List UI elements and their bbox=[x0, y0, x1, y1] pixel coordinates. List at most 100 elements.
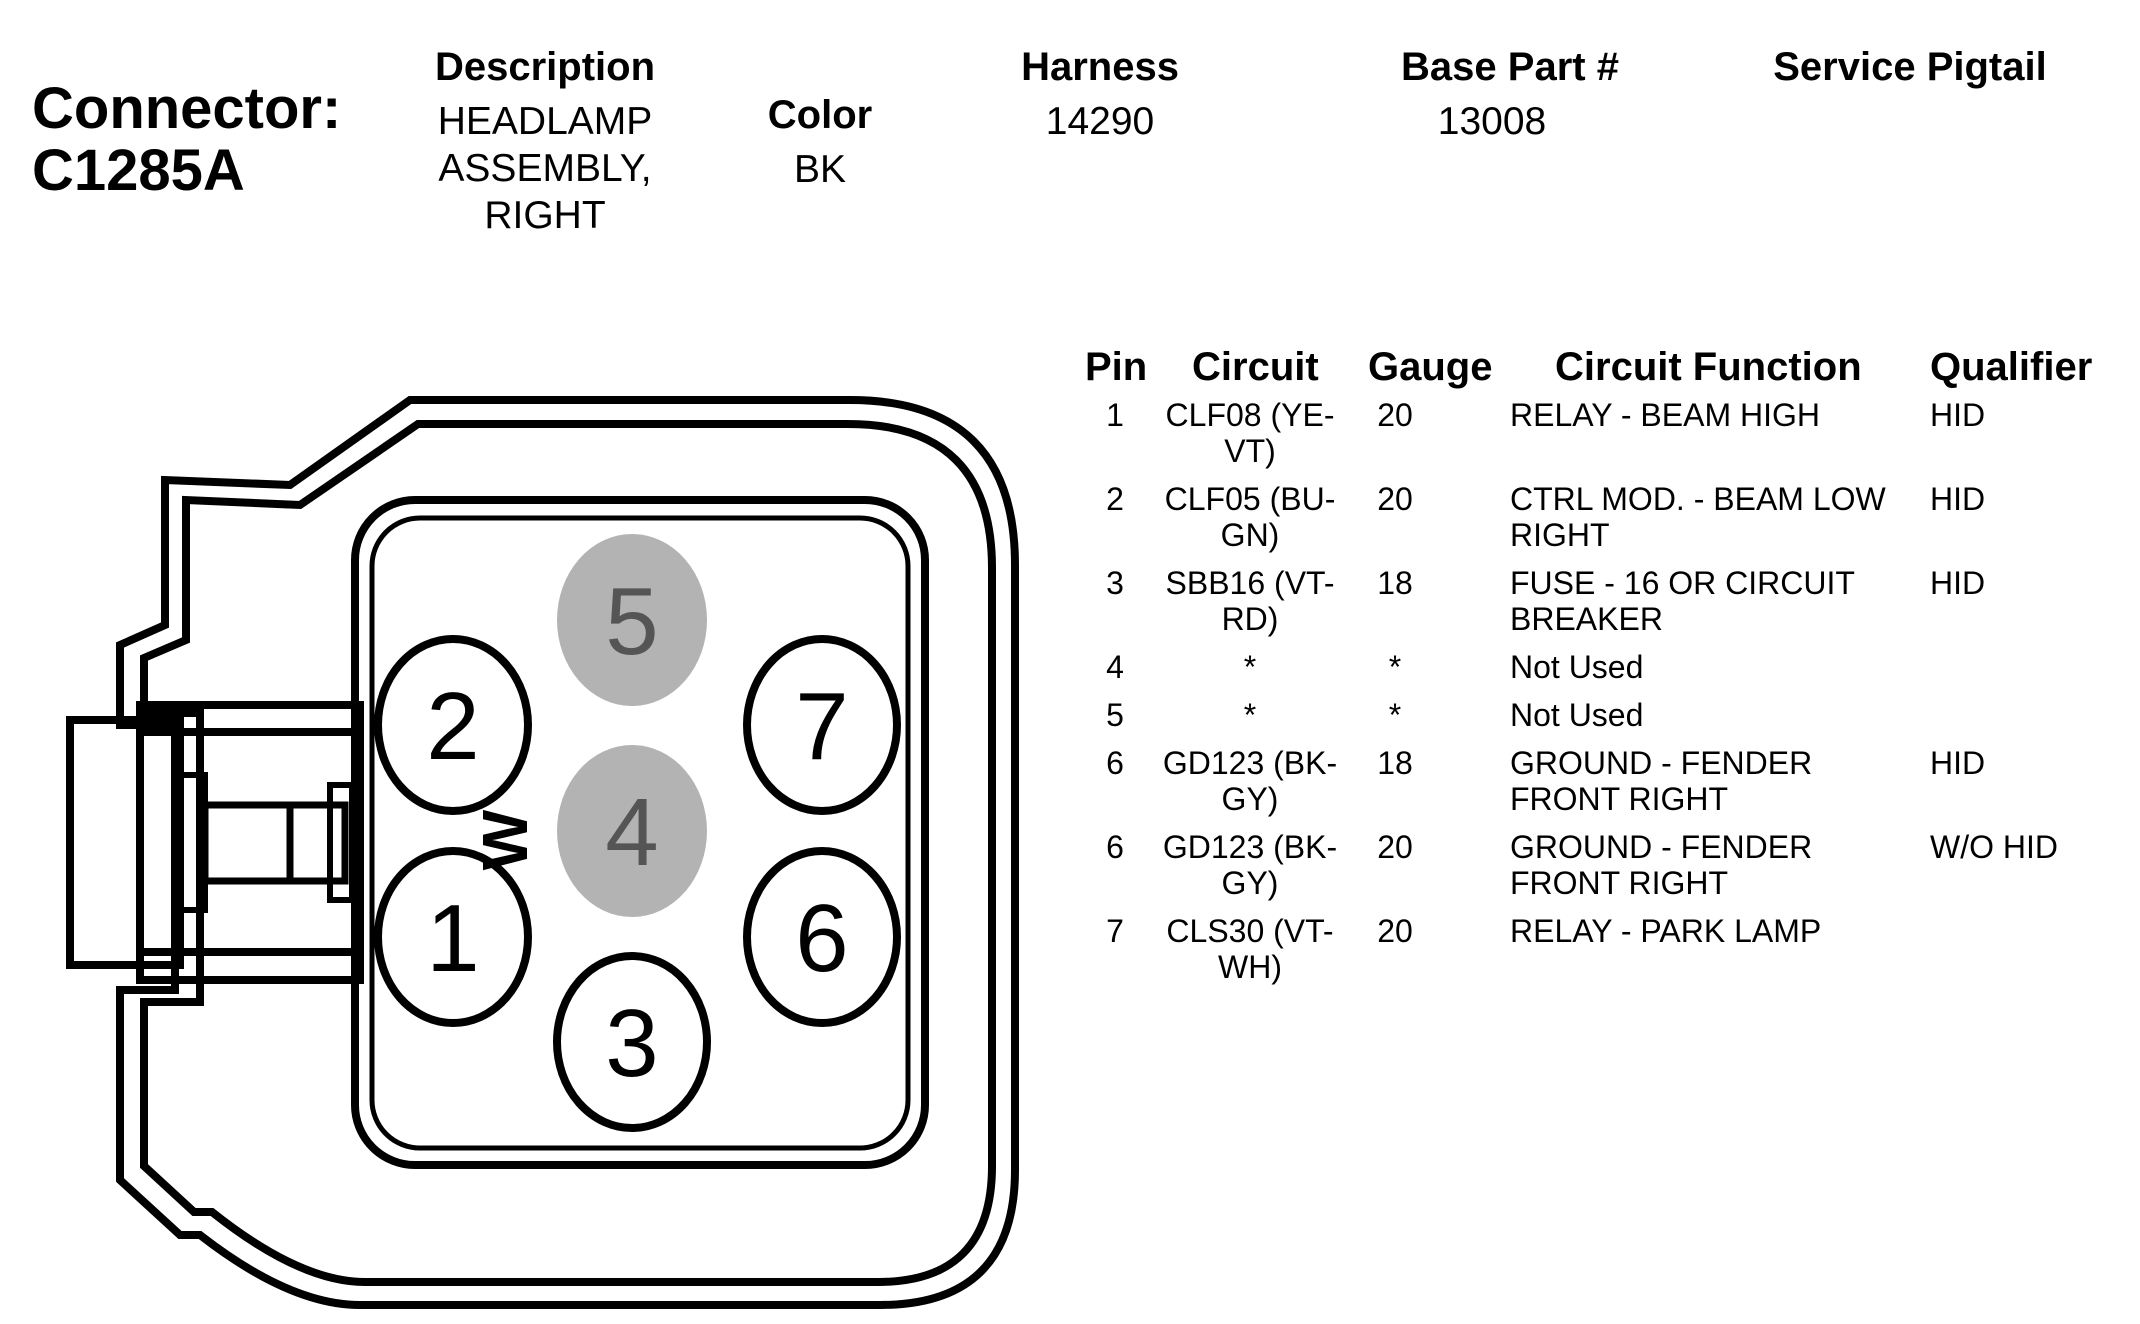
color-value: BK bbox=[793, 148, 847, 191]
cell-qualifier: W/O HID bbox=[1930, 829, 2110, 865]
cell-line: 20 bbox=[1377, 481, 1413, 517]
cell-circuit: CLF08 (YE-VT) bbox=[1145, 397, 1355, 469]
cell-line: HID bbox=[1930, 745, 1986, 781]
cell-line: WH) bbox=[1218, 949, 1282, 985]
cell-line: GROUND - FENDER bbox=[1510, 829, 1813, 865]
harness-value: 14290 bbox=[1045, 100, 1155, 143]
cell-gauge: 20 bbox=[1335, 397, 1455, 433]
cell-line: 18 bbox=[1377, 745, 1413, 781]
cell-line: CLF05 (BU- bbox=[1164, 481, 1336, 517]
cell-line: 2 bbox=[1106, 481, 1124, 517]
cell-line: * bbox=[1243, 697, 1257, 733]
cell-line: GROUND - FENDER bbox=[1510, 745, 1813, 781]
cell-line: 1 bbox=[1106, 397, 1124, 433]
keyway-marker: W bbox=[469, 809, 541, 870]
cell-line: 7 bbox=[1106, 913, 1124, 949]
color-column: Color BK bbox=[740, 93, 900, 193]
cell-line: Not Used bbox=[1510, 649, 1644, 685]
cell-gauge: 18 bbox=[1335, 565, 1455, 601]
latch-tab bbox=[201, 801, 349, 885]
cell-line: RD) bbox=[1221, 601, 1279, 637]
pin-cavity-unused bbox=[557, 745, 707, 917]
pin-cavity bbox=[374, 635, 532, 815]
cell-line: CTRL MOD. - BEAM LOW bbox=[1510, 481, 1886, 517]
cell-circuit: GD123 (BK-GY) bbox=[1145, 829, 1355, 901]
cell-line: 20 bbox=[1377, 913, 1413, 949]
table-header-row: Pin Circuit Gauge Circuit Function Quali… bbox=[1075, 345, 2135, 397]
cell-line: GY) bbox=[1221, 865, 1279, 901]
cell-line: Not Used bbox=[1510, 697, 1644, 733]
latch-outer bbox=[66, 716, 184, 969]
cell-pin: 7 bbox=[1075, 913, 1155, 949]
pin-label: 3 bbox=[605, 990, 658, 1097]
pin-label: 5 bbox=[605, 568, 658, 675]
table-row: 4 * * Not Used bbox=[1075, 649, 2135, 697]
header-gauge: Gauge bbox=[1368, 345, 1493, 389]
cell-line: GD123 (BK- bbox=[1162, 829, 1338, 865]
base-part-column: Base Part # 13008 bbox=[1370, 45, 1650, 145]
description-value: HEADLAMP ASSEMBLY, RIGHT bbox=[400, 98, 690, 239]
pin-label: 2 bbox=[426, 673, 479, 780]
pin-cavity bbox=[743, 847, 901, 1027]
cell-pin: 6 bbox=[1075, 745, 1155, 781]
cell-line: RELAY - BEAM HIGH bbox=[1510, 397, 1820, 433]
cell-line: CLS30 (VT- bbox=[1166, 913, 1334, 949]
cell-line: BREAKER bbox=[1510, 601, 1663, 637]
cell-pin: 1 bbox=[1075, 397, 1155, 433]
cell-qualifier: HID bbox=[1930, 481, 2110, 517]
color-header: Color bbox=[767, 93, 873, 137]
cell-line: 5 bbox=[1106, 697, 1124, 733]
pin-1: 1 bbox=[374, 847, 532, 1027]
pin-cavity bbox=[374, 847, 532, 1027]
cell-gauge: * bbox=[1335, 697, 1455, 733]
pin-7: 7 bbox=[743, 635, 901, 815]
description-column: Description HEADLAMP ASSEMBLY, RIGHT bbox=[400, 45, 690, 239]
harness-column: Harness 14290 bbox=[980, 45, 1220, 145]
cell-line: HID bbox=[1930, 565, 1986, 601]
cell-line: RIGHT bbox=[1510, 517, 1610, 553]
cell-line: 6 bbox=[1106, 829, 1124, 865]
cell-function: RELAY - PARK LAMP bbox=[1510, 913, 1910, 949]
cell-circuit: SBB16 (VT-RD) bbox=[1145, 565, 1355, 637]
cell-line: 3 bbox=[1106, 565, 1124, 601]
cell-line: * bbox=[1388, 697, 1402, 733]
pin-label: 1 bbox=[426, 885, 479, 992]
cell-line: * bbox=[1243, 649, 1257, 685]
table-row: 5 * * Not Used bbox=[1075, 697, 2135, 745]
connector-id: C1285A bbox=[32, 138, 245, 203]
base-part-value: 13008 bbox=[1437, 100, 1547, 143]
connector-label: Connector: bbox=[32, 76, 342, 141]
pin-cavity bbox=[553, 952, 711, 1132]
description-header: Description bbox=[434, 45, 656, 89]
service-pigtail-header: Service Pigtail bbox=[1773, 45, 2047, 89]
cell-circuit: CLF05 (BU-GN) bbox=[1145, 481, 1355, 553]
cell-qualifier: HID bbox=[1930, 745, 2110, 781]
cell-line: 6 bbox=[1106, 745, 1124, 781]
cell-gauge: 18 bbox=[1335, 745, 1455, 781]
pin-cavity-unused bbox=[557, 534, 707, 706]
cell-line: GY) bbox=[1221, 781, 1279, 817]
description-line: ASSEMBLY, bbox=[438, 147, 652, 190]
pin-label: 6 bbox=[795, 885, 848, 992]
cell-line: * bbox=[1388, 649, 1402, 685]
service-pigtail-column: Service Pigtail bbox=[1740, 45, 2080, 98]
cell-pin: 3 bbox=[1075, 565, 1155, 601]
cell-line: FRONT RIGHT bbox=[1510, 781, 1729, 817]
connector-title: Connector: C1285A bbox=[32, 78, 341, 202]
cell-function: Not Used bbox=[1510, 697, 1910, 733]
base-part-header: Base Part # bbox=[1401, 45, 1619, 89]
housing-outer bbox=[116, 396, 1019, 1309]
cell-circuit: CLS30 (VT-WH) bbox=[1145, 913, 1355, 985]
cell-line: 4 bbox=[1106, 649, 1124, 685]
cell-line: 20 bbox=[1377, 829, 1413, 865]
latch-rail bbox=[136, 701, 364, 984]
cell-pin: 6 bbox=[1075, 829, 1155, 865]
